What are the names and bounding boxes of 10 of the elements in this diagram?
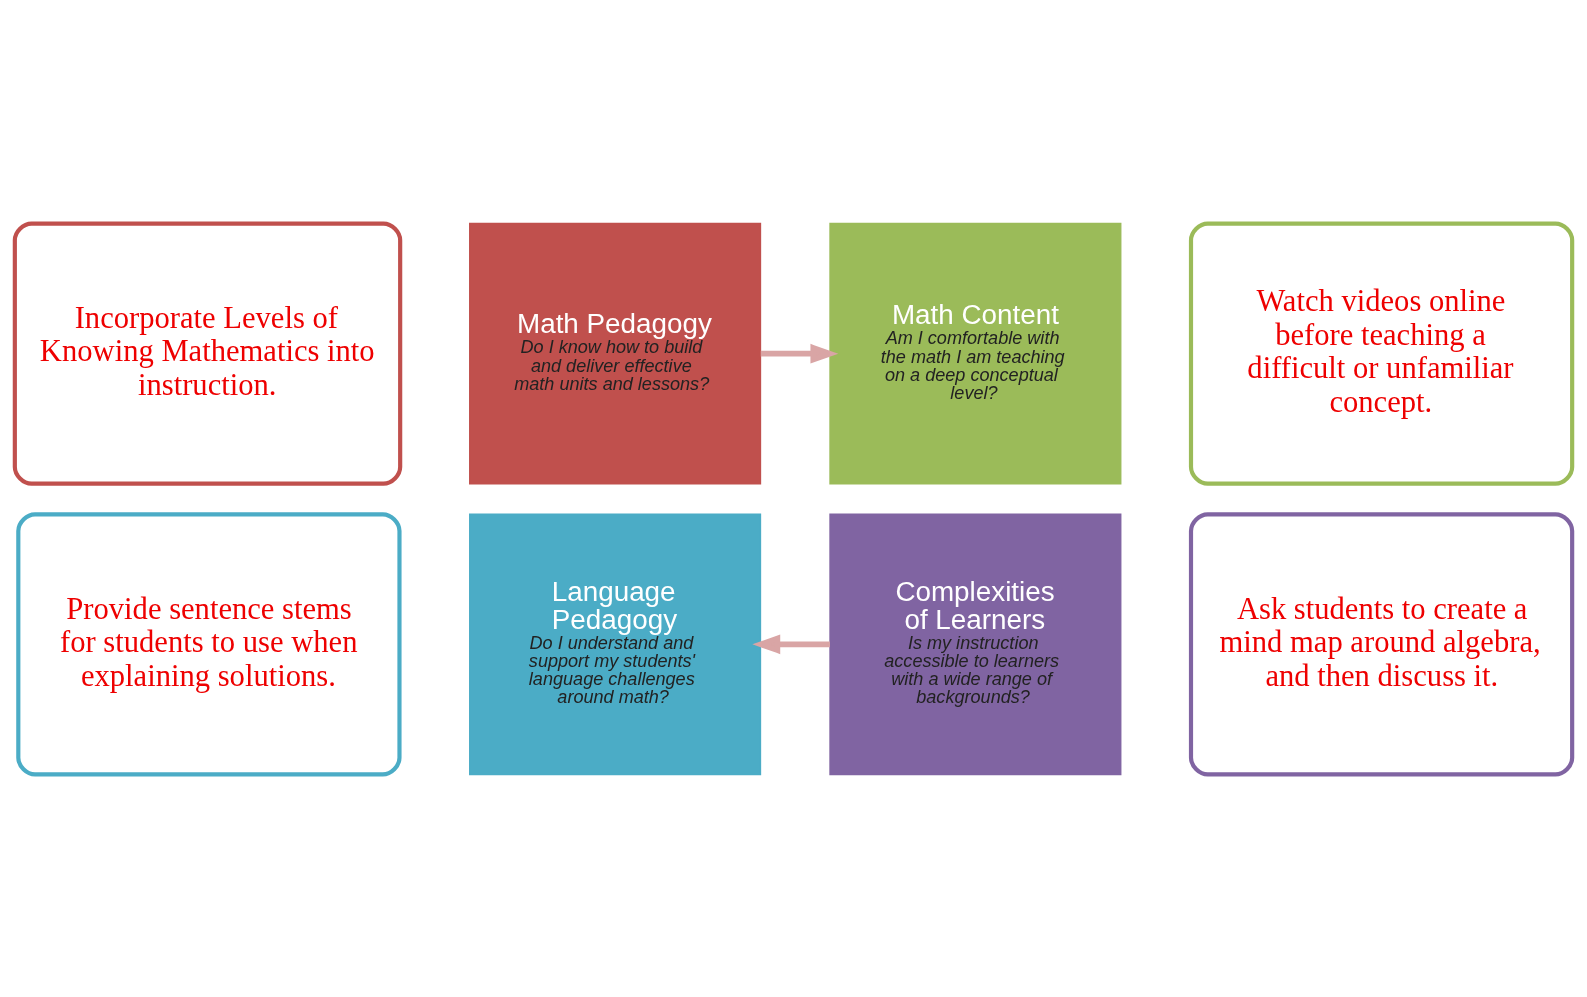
arrow — [752, 634, 830, 654]
node-box: Language Pedagogy Do I understand and support my students' language challenges around math? — [469, 513, 762, 775]
node-box: Complexities of Learners Is my instruction accessible to learners with a wide range of backgrounds? — [829, 513, 1122, 775]
node-box: Math Pedagogy Do I know how to build and deliver effective math units and lessons? — [469, 222, 762, 484]
node-box: Incorporate Levels of Knowing Mathematics into instruction. — [12, 220, 403, 486]
node-box: Ask students to create a mind map around algebra, and then discuss it. — [1188, 511, 1575, 777]
node-box: Provide sentence stems for students to use when explaining solutions. — [16, 511, 402, 777]
node-box: Watch videos online before teaching a difficult or unfamiliar concept. — [1188, 220, 1575, 486]
node-box: Math Content Am I comfortable with the math I am teaching on a deep conceptual level? — [829, 222, 1122, 484]
arrow — [760, 343, 839, 363]
